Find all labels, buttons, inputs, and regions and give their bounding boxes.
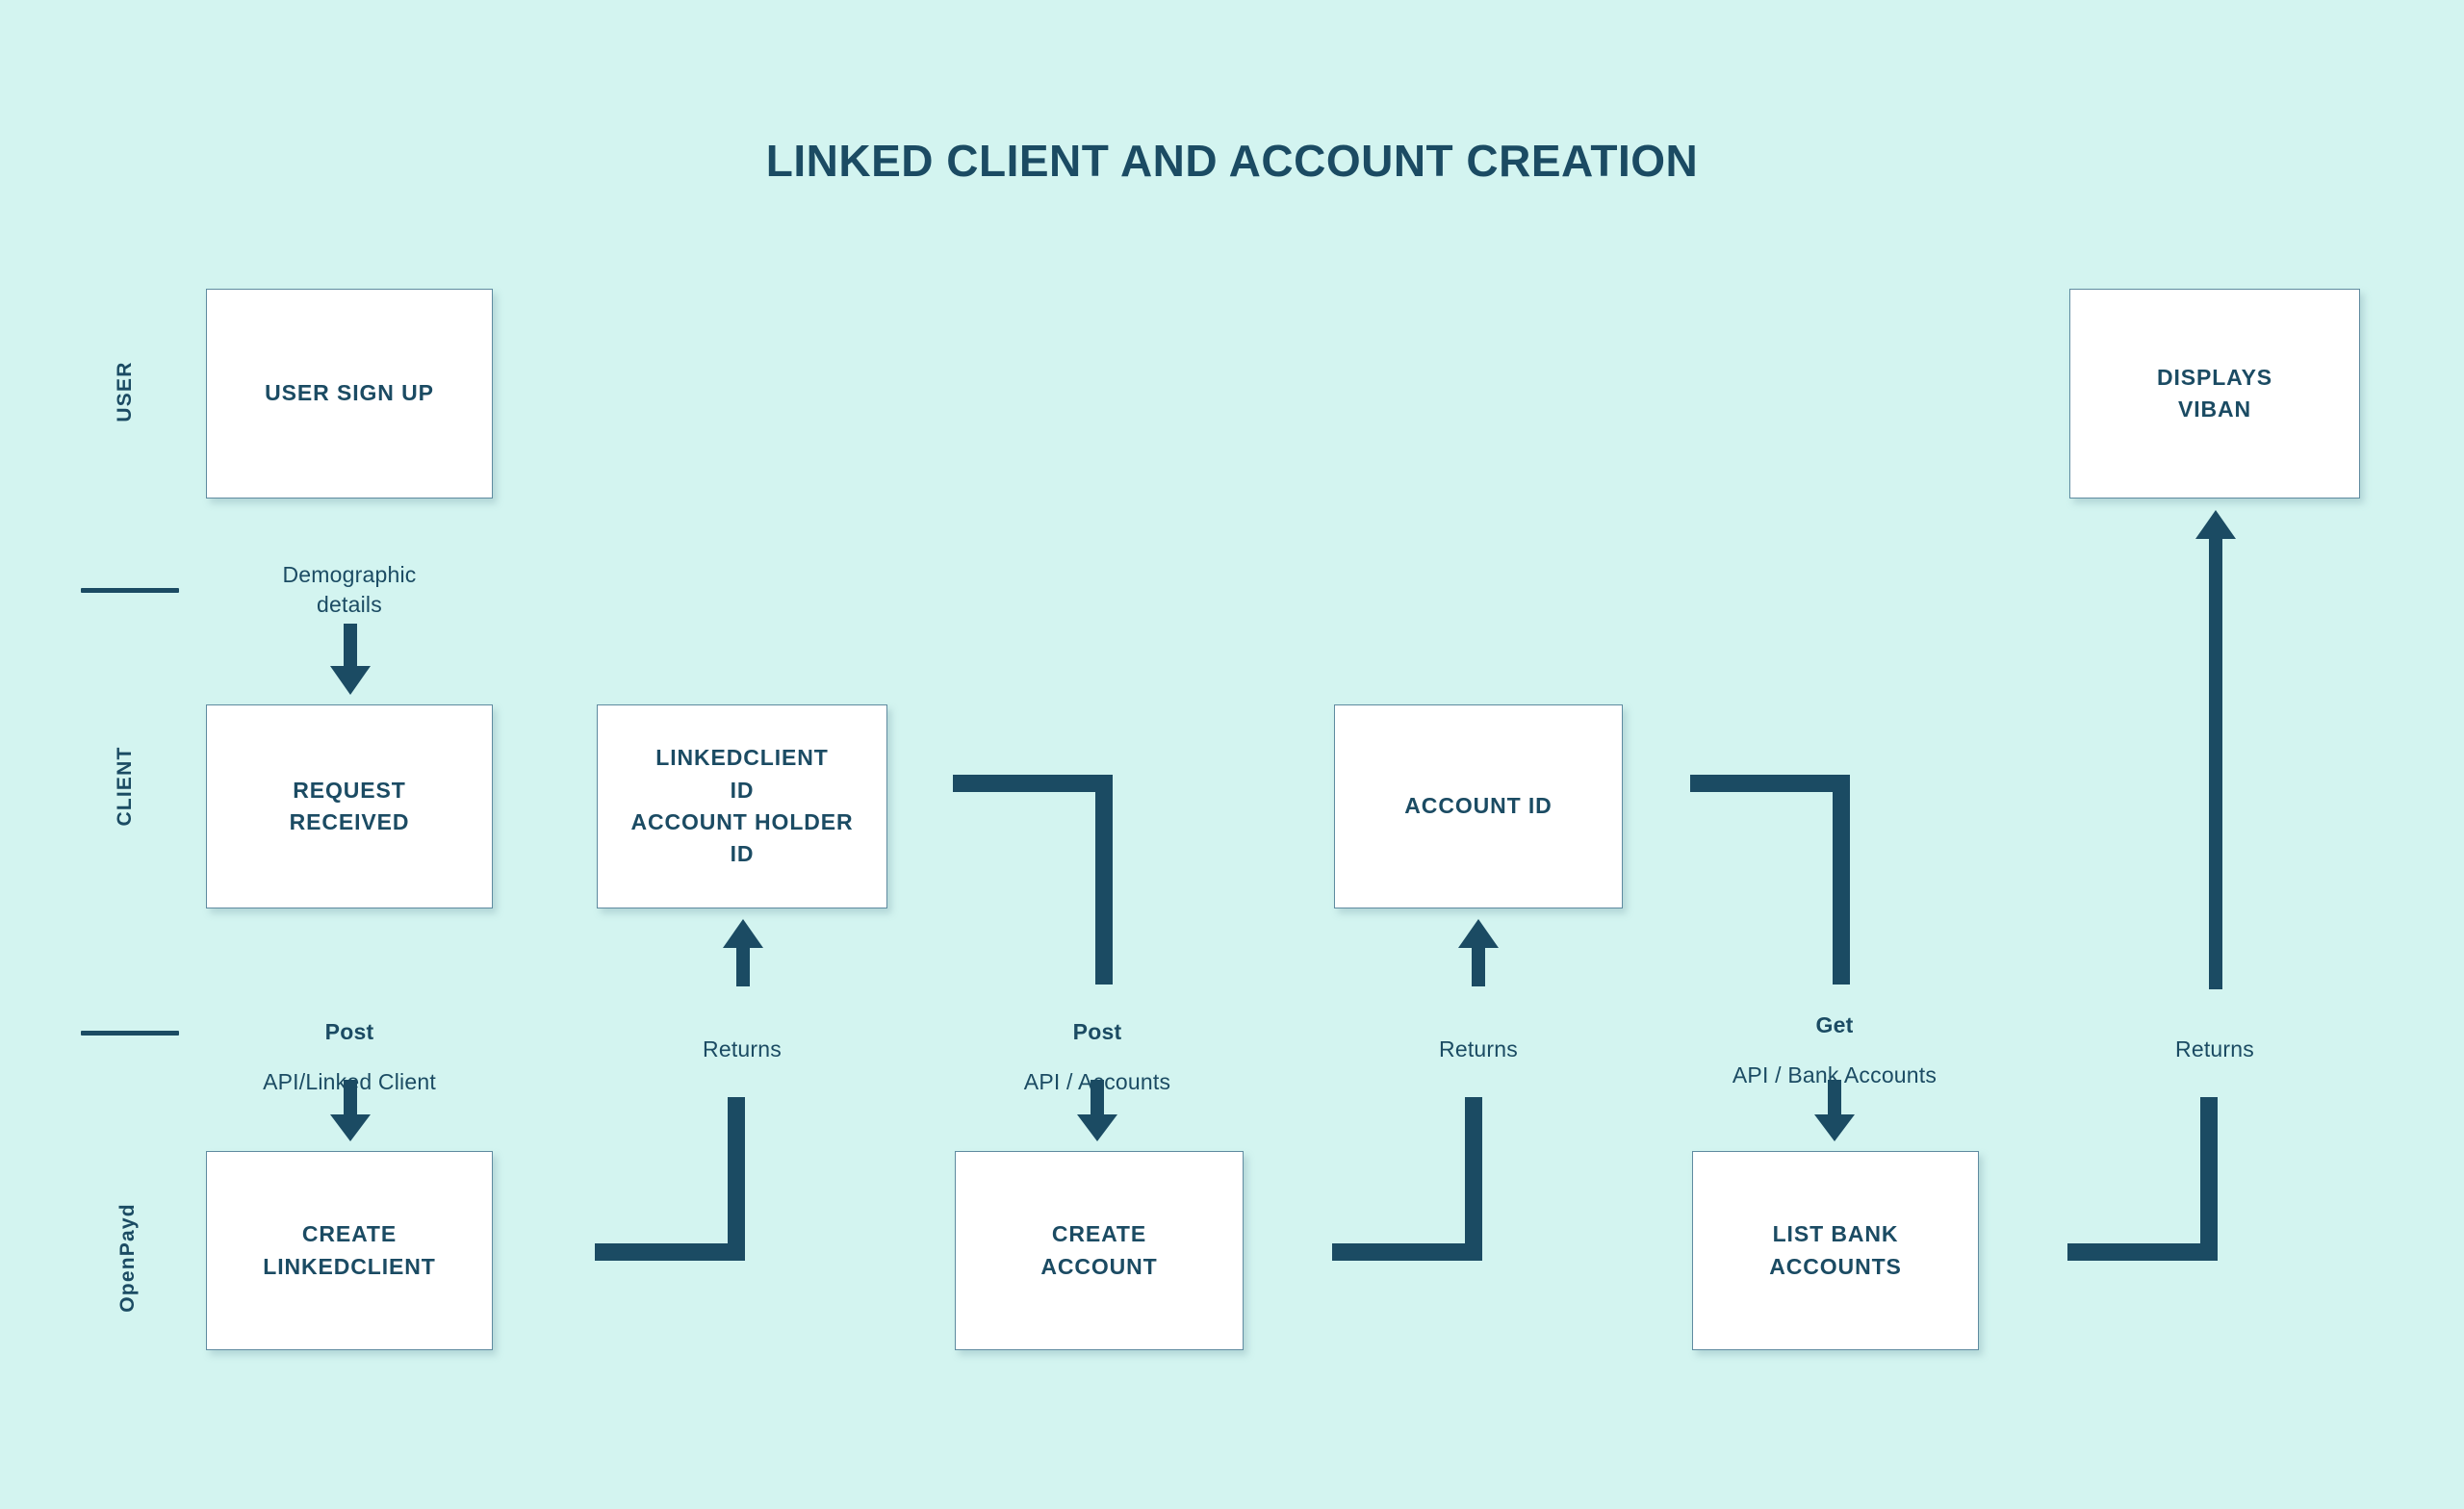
connector-returns-account-id xyxy=(1332,1097,1482,1261)
box-create-linkedclient-label: CREATE LINKEDCLIENT xyxy=(263,1221,436,1279)
swimlane-label-user: USER xyxy=(114,361,136,422)
edge-label-get-bank-accounts-method: Get xyxy=(1815,1011,1854,1037)
box-list-bank-accounts[interactable]: LIST BANK ACCOUNTS xyxy=(1692,1151,1979,1350)
arrow-up-returns-account-id xyxy=(1458,919,1499,986)
box-list-bank-accounts-label: LIST BANK ACCOUNTS xyxy=(1769,1221,1902,1279)
box-request-received-label: REQUEST RECEIVED xyxy=(289,777,410,834)
box-account-id-label: ACCOUNT ID xyxy=(1404,793,1553,819)
edge-label-demographic-details-text: Demographic details xyxy=(282,561,417,617)
box-displays-viban-label: DISPLAYS VIBAN xyxy=(2156,364,2273,422)
swimlane-divider-client-openpayd xyxy=(81,1031,179,1036)
box-create-linkedclient[interactable]: CREATE LINKEDCLIENT xyxy=(206,1151,493,1350)
connector-returns-linkedclient xyxy=(595,1097,745,1261)
edge-label-demographic-details: Demographic details xyxy=(205,539,494,640)
connector-post-accounts xyxy=(953,775,1113,985)
box-request-received[interactable]: REQUEST RECEIVED xyxy=(206,704,493,908)
connector-returns-viban xyxy=(2067,1097,2218,1261)
edge-label-post-linked-client-method: Post xyxy=(324,1018,374,1044)
page-title: LINKED CLIENT AND ACCOUNT CREATION xyxy=(765,136,1699,186)
swimlane-label-openpayd: OpenPayd xyxy=(116,1203,139,1313)
arrow-down-post-linked-client xyxy=(330,1080,371,1141)
arrow-up-returns-viban xyxy=(2195,510,2236,989)
edge-label-returns-linkedclient-text: Returns xyxy=(703,1036,782,1061)
edge-label-returns-linkedclient: Returns xyxy=(597,1013,887,1085)
edge-label-returns-account-id-text: Returns xyxy=(1439,1036,1518,1061)
box-create-account-label: CREATE ACCOUNT xyxy=(1040,1221,1158,1279)
swimlane-divider-user-client xyxy=(81,588,179,593)
box-displays-viban[interactable]: DISPLAYS VIBAN xyxy=(2069,289,2360,499)
arrow-up-returns-linkedclient xyxy=(723,919,763,986)
edge-label-returns-viban: Returns xyxy=(2069,1013,2360,1085)
arrow-down-get-bank-accounts xyxy=(1814,1080,1855,1141)
box-account-id[interactable]: ACCOUNT ID xyxy=(1334,704,1623,908)
edge-label-returns-viban-text: Returns xyxy=(2175,1036,2254,1061)
swimlane-label-client: CLIENT xyxy=(114,746,136,827)
box-linkedclient-ids[interactable]: LINKEDCLIENT ID ACCOUNT HOLDER ID xyxy=(597,704,887,908)
arrow-down-post-accounts xyxy=(1077,1080,1117,1141)
edge-label-post-accounts-method: Post xyxy=(1072,1018,1122,1044)
edge-label-returns-account-id: Returns xyxy=(1334,1013,1623,1085)
box-user-sign-up-label: USER SIGN UP xyxy=(265,380,434,406)
arrow-down-demographic-details xyxy=(330,624,371,695)
box-create-account[interactable]: CREATE ACCOUNT xyxy=(955,1151,1244,1350)
box-linkedclient-ids-label: LINKEDCLIENT ID ACCOUNT HOLDER ID xyxy=(630,745,854,867)
box-user-sign-up[interactable]: USER SIGN UP xyxy=(206,289,493,499)
connector-get-bank-accounts xyxy=(1690,775,1850,985)
